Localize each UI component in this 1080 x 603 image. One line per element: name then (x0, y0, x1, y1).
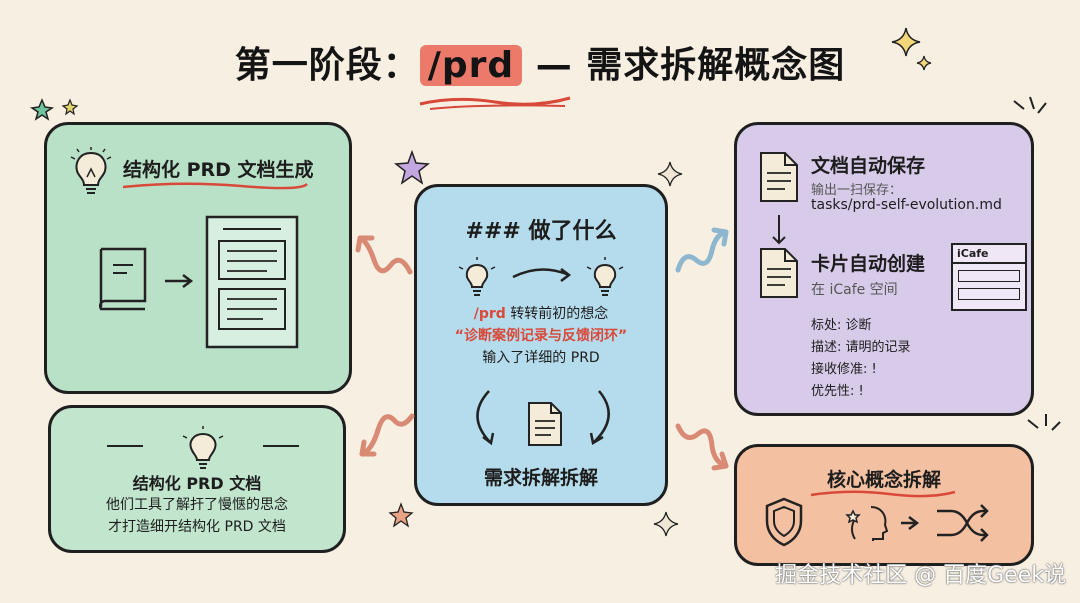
sparkle-icon (653, 511, 679, 537)
panel-heading: 结构化 PRD 文档 (132, 474, 262, 493)
arrow-down-icon (772, 215, 786, 245)
shuffle-icon (937, 504, 989, 542)
book-icon (98, 247, 147, 311)
heading-underline (810, 490, 956, 498)
title-underline (419, 96, 571, 110)
panel-core-concepts: 核心概念拆解 (734, 444, 1034, 566)
window-icon: iCafe (951, 243, 1027, 311)
panel-line-1: 他们工具了解扞了慢惬的思念 (106, 497, 288, 513)
center-line-2: “诊断案例记录与反馈闭环” (454, 328, 628, 344)
connector-arrow (355, 235, 413, 275)
connector-arrow (675, 423, 729, 471)
panel-what-was-done: ### 做了什么 /prd 转转前初的想念 “诊断案例记录与反馈闭环” 输入了详… (414, 184, 668, 506)
page-title: 第一阶段：/prd — 需求拆解概念图 (0, 36, 1080, 88)
center-footer: 需求拆解拆解 (483, 467, 598, 489)
panel-prd-document: 结构化 PRD 文档 他们工具了解扞了慢惬的思念 才打造细开结构化 PRD 文档 (48, 405, 346, 553)
star-icon (394, 149, 430, 185)
center-line-3: 输入了详细的 PRD (482, 350, 600, 366)
sparkle-icon (657, 161, 683, 187)
doc-subtitle-2: tasks/prd-self-evolution.md (811, 197, 1002, 213)
heading-underline (122, 182, 308, 190)
document-icon (760, 152, 798, 202)
lightbulb-icon (458, 257, 624, 296)
panel-heading: 核心概念拆解 (826, 469, 941, 491)
card-field: 描述: 请明的记录 (811, 340, 911, 355)
connector-arrow (675, 227, 729, 273)
card-field: 接收修准: ! (811, 362, 877, 377)
card-fields: 标处: 诊断 描述: 请明的记录 接收修准: ! 优先性: ! (811, 315, 911, 403)
panel-prd-generation: 结构化 PRD 文档生成 (44, 122, 352, 394)
card-subtitle: 在 iCafe 空间 (811, 282, 898, 298)
cycle-arrows (476, 390, 610, 446)
arrow-icon (901, 516, 920, 530)
emphasis-lines (1013, 96, 1047, 114)
document-icon (760, 248, 798, 298)
document-icon (205, 215, 299, 349)
sparkle-icon (891, 27, 932, 71)
head-icon (845, 506, 889, 541)
panel-auto-save: 文档自动保存 输出一扫保存： tasks/prd-self-evolution.… (734, 122, 1034, 416)
star-icon (29, 98, 79, 121)
shield-icon (765, 497, 803, 547)
emphasis-lines (1027, 414, 1061, 431)
title-highlight: /prd (419, 45, 523, 86)
doc-subtitle-1: 输出一扫保存： (811, 183, 903, 198)
center-line-1: 转转前初的想念 (505, 306, 609, 322)
panel-heading: 结构化 PRD 文档生成 (123, 159, 314, 181)
command-label: /prd (473, 306, 506, 322)
lightbulb-icon (107, 426, 299, 469)
title-prefix: 第一阶段： (234, 45, 420, 86)
title-suffix: — 需求拆解概念图 (522, 45, 846, 86)
document-icon (528, 402, 562, 446)
card-field: 优先性: ! (811, 384, 864, 399)
connector-arrow (359, 413, 415, 457)
doc-title: 文档自动保存 (811, 155, 926, 177)
arrow-icon (165, 274, 194, 288)
watermark: 掘金技术社区 @ 百度Geek说 (775, 563, 1066, 588)
star-icon (388, 502, 414, 528)
window-label: iCafe (953, 245, 1025, 264)
lightbulb-icon (70, 147, 112, 194)
panel-heading: ### 做了什么 (465, 219, 617, 244)
card-field: 标处: 诊断 (811, 318, 872, 333)
card-title: 卡片自动创建 (811, 253, 926, 275)
panel-line-2: 才打造细开结构化 PRD 文档 (108, 519, 286, 535)
